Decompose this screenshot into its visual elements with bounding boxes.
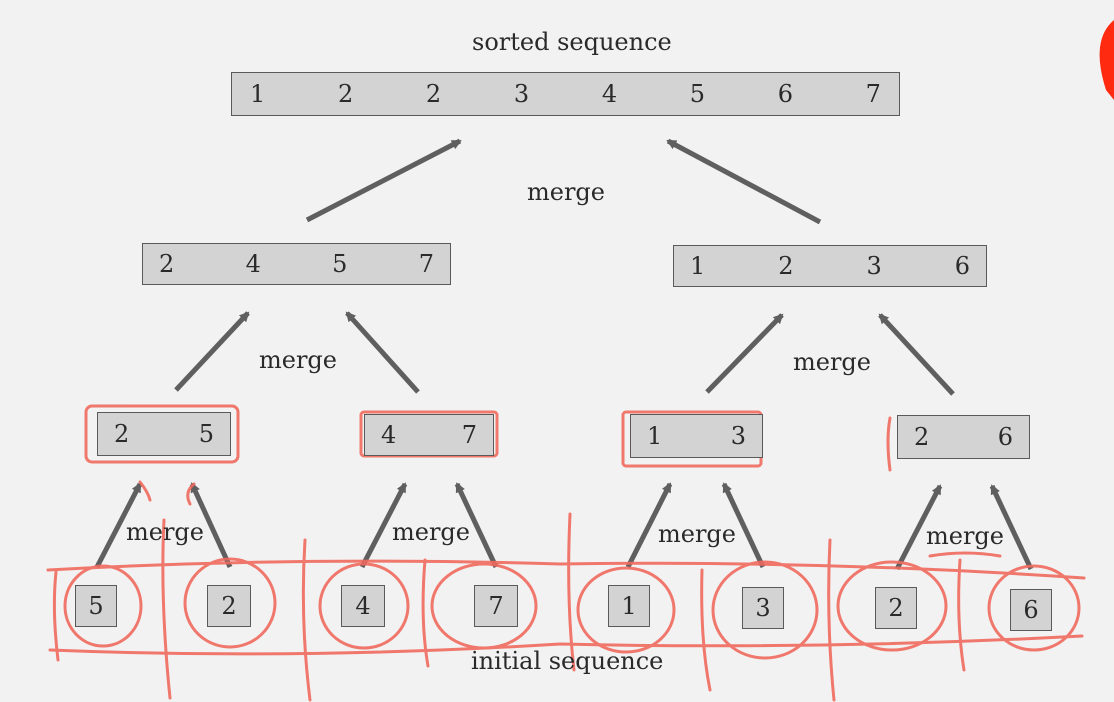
handwritten-annotations: [46, 404, 1086, 702]
merge-arrow: [894, 484, 943, 571]
pair-value: 2: [914, 423, 930, 451]
initial-element-box: 5: [75, 585, 117, 627]
sorted-value: 7: [865, 80, 881, 108]
group-value: 4: [245, 250, 261, 278]
sorted-value: 1: [250, 80, 266, 108]
pair-value: 6: [997, 423, 1013, 451]
merge-label: merge: [527, 178, 605, 206]
merge-label: merge: [392, 518, 470, 546]
merge-arrow: [94, 482, 143, 569]
sorted-sequence-label: sorted sequence: [472, 28, 672, 56]
merge-arrow: [454, 482, 499, 569]
pair-box: 1 3: [630, 414, 763, 458]
sorted-value: 6: [777, 80, 793, 108]
pair-box: 2 6: [897, 415, 1030, 459]
merge-label: merge: [658, 520, 736, 548]
sorted-value: 3: [513, 80, 530, 108]
pair-box: 2 5: [97, 412, 231, 456]
merge-label: merge: [259, 346, 337, 374]
pair-box: 4 7: [364, 414, 494, 456]
sorted-sequence-box: 1 2 2 3 4 5 6 7: [231, 72, 900, 116]
sorted-value: 4: [601, 80, 618, 108]
merge-arrow: [345, 311, 420, 394]
sorted-value: 5: [689, 80, 706, 108]
group-value: 2: [778, 252, 794, 280]
merge-label: merge: [926, 522, 1004, 550]
merge-arrow: [878, 313, 955, 396]
merged-group-box: 2 4 5 7: [142, 243, 451, 285]
merge-arrow: [721, 482, 766, 569]
initial-element-box: 6: [1010, 589, 1052, 631]
sorted-value: 2: [425, 80, 442, 108]
red-corner-shape: [1099, 20, 1114, 100]
merge-arrow: [305, 138, 462, 223]
initial-element-box: 2: [875, 587, 917, 629]
pair-value: 4: [381, 421, 397, 449]
merge-arrow: [989, 484, 1034, 571]
group-value: 7: [418, 250, 434, 278]
initial-sequence-label: initial sequence: [471, 647, 664, 675]
pair-value: 7: [461, 421, 477, 449]
group-value: 6: [954, 252, 970, 280]
merge-label: merge: [793, 348, 871, 376]
initial-element-box: 4: [341, 585, 385, 627]
group-value: 3: [866, 252, 882, 280]
merge-arrow: [666, 138, 822, 225]
merge-arrow: [189, 482, 233, 569]
merged-group-box: 1 2 3 6: [673, 245, 987, 287]
merge-arrow: [174, 311, 250, 392]
initial-element-box: 7: [474, 585, 518, 627]
merge-label: merge: [126, 518, 204, 546]
group-value: 1: [690, 252, 706, 280]
pair-value: 1: [647, 422, 663, 450]
pair-value: 3: [730, 422, 746, 450]
group-value: 2: [159, 250, 175, 278]
initial-element-box: 1: [608, 585, 650, 627]
initial-element-box: 3: [742, 587, 784, 629]
merge-arrow: [705, 313, 784, 394]
pair-value: 5: [198, 420, 214, 448]
group-value: 5: [332, 250, 348, 278]
pair-value: 2: [114, 420, 130, 448]
initial-element-box: 2: [207, 585, 251, 627]
merge-arrow: [625, 482, 673, 569]
sorted-value: 2: [337, 80, 354, 108]
merge-arrow: [359, 482, 408, 569]
